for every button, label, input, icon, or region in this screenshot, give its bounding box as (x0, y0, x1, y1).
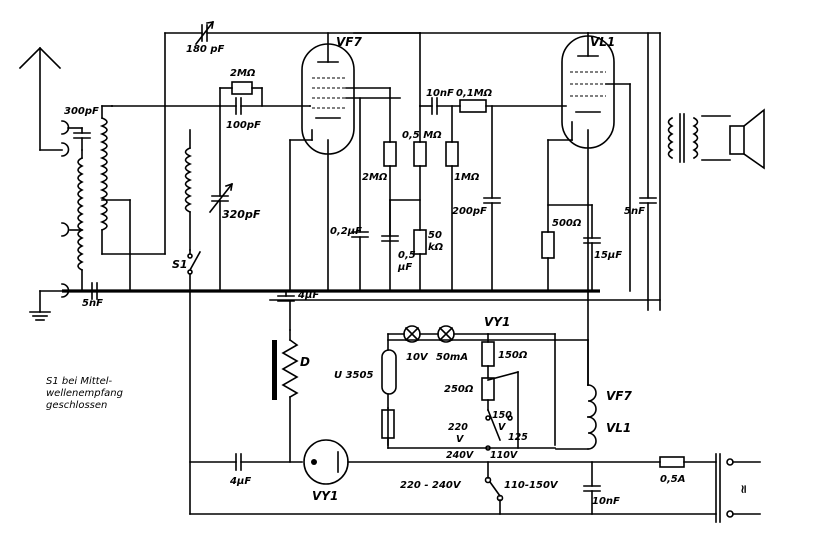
vf7-plate-network (345, 32, 427, 292)
label-s1: S1 (172, 258, 188, 271)
tube-vl1 (541, 32, 631, 386)
label-240v: 240V (446, 450, 474, 461)
note-line-3: geschlossen (46, 400, 107, 411)
label-u3505: U 3505 (334, 370, 373, 381)
label-15uf: 15µF (594, 250, 622, 261)
label-02uf: 0,2µF (330, 226, 362, 237)
label-50k-b: kΩ (428, 242, 444, 253)
label-tap-v2: V (498, 422, 506, 433)
label-2mohm: 2MΩ (230, 68, 256, 79)
label-4uf-bottom: 4µF (229, 476, 251, 487)
label-tap-220: 220 (448, 422, 468, 433)
capacitor-320pf-variable (208, 105, 234, 292)
reaction-coil (184, 129, 192, 251)
label-5nf-left: 5nF (82, 298, 103, 309)
mains-section (189, 453, 761, 523)
label-mains-symbol: ≂ (737, 484, 751, 494)
antenna-coil (61, 149, 84, 292)
antenna-symbol (18, 46, 70, 157)
label-180pf: 180 pF (186, 44, 225, 55)
label-220-240v: 220 - 240V (400, 480, 462, 491)
label-01mohm: 0,1MΩ (456, 88, 493, 99)
ground-symbol (29, 283, 70, 321)
label-50ma: 50mA (436, 352, 468, 363)
capacitor-4uf-top (277, 291, 295, 331)
label-tap-v: V (456, 434, 464, 445)
label-heater-vf7: VF7 (606, 389, 632, 403)
switch-s1 (187, 249, 202, 292)
grid-coil (99, 105, 166, 292)
label-100pf: 100pF (226, 120, 261, 131)
label-300pf: 300pF (64, 106, 99, 117)
label-200pf: 200pF (452, 206, 487, 217)
label-tube-vl1: VL1 (590, 35, 615, 49)
label-rect-vy1: VY1 (312, 489, 338, 503)
label-10nf-b: 10nF (592, 496, 620, 507)
label-tap-150: 150 (492, 410, 512, 421)
label-10v: 10V (406, 352, 429, 363)
label-choke-d: D (300, 355, 310, 369)
label-4uf-top: 4µF (297, 290, 319, 301)
note-line-2: wellenempfang (46, 388, 123, 399)
label-tap-125: 125 (508, 432, 528, 443)
label-heater-vl1: VL1 (606, 421, 631, 435)
label-1mohm: 1MΩ (454, 172, 480, 183)
grid-leak-network (111, 81, 311, 115)
label-150ohm: 150Ω (498, 350, 528, 361)
choke-d (272, 329, 299, 463)
note-line-1: S1 bei Mittel- (46, 376, 113, 387)
label-250ohm: 250Ω (444, 384, 474, 395)
label-2mohm-b: 2MΩ (362, 172, 388, 183)
tube-vf7 (289, 32, 401, 292)
rectifier-vy1 (189, 439, 661, 485)
label-vy1-heater: VY1 (484, 315, 510, 329)
label-05uf-b: µF (397, 262, 412, 273)
label-110v: 110V (490, 450, 518, 461)
output-transformer (639, 32, 765, 311)
interstage-coupling (419, 97, 567, 292)
label-tube-vf7: VF7 (336, 35, 362, 49)
capacitor-300pf (61, 120, 91, 151)
label-50k-a: 50 (428, 230, 442, 241)
label-10nf: 10nF (426, 88, 454, 99)
heater-chain (381, 325, 597, 451)
label-5nf-right: 5nF (624, 206, 645, 217)
label-05uf-a: 0,5 (398, 250, 416, 261)
label-05mohm: 0,5 MΩ (402, 130, 442, 141)
label-110-150v: 110-150V (504, 480, 559, 491)
label-fuse-05a: 0,5A (660, 474, 685, 485)
label-320pf: 320pF (222, 208, 261, 221)
label-500ohm: 500Ω (552, 218, 582, 229)
